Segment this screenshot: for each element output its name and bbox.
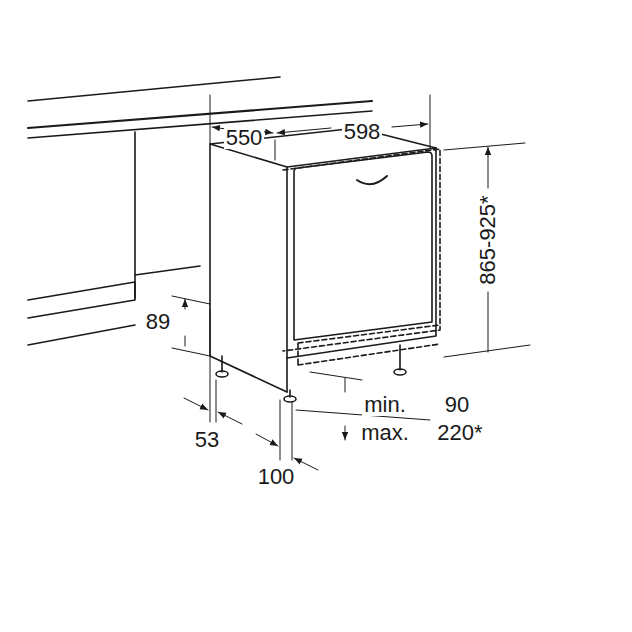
extension-line xyxy=(444,143,530,357)
plinth-outline xyxy=(298,325,440,365)
dimension-line xyxy=(392,124,428,127)
dimension-label: 90 xyxy=(443,394,471,416)
dimension-label: max. xyxy=(359,422,411,444)
worktop-back xyxy=(28,77,280,101)
foot xyxy=(394,369,406,375)
dimension-label: 865-925* xyxy=(477,193,499,286)
dimension-label: 550 xyxy=(224,127,265,149)
dimension-label: 89 xyxy=(144,311,172,333)
extension-line xyxy=(280,400,292,460)
dimension-label: 100 xyxy=(256,466,297,488)
foot-stem xyxy=(222,345,400,397)
cabinet-recess xyxy=(135,266,200,275)
foot xyxy=(284,396,296,402)
worktop-front xyxy=(28,111,372,138)
dishwasher-front xyxy=(287,148,436,358)
dimension-label: 598 xyxy=(342,121,383,143)
extension-line xyxy=(210,95,430,160)
dimension-line xyxy=(294,458,318,470)
extension-line xyxy=(210,310,216,422)
dimension-line xyxy=(277,128,331,133)
dishwasher-side xyxy=(210,144,287,392)
dishwasher-top xyxy=(210,128,436,167)
dimension-label: 53 xyxy=(193,429,221,451)
dimension-line xyxy=(185,299,186,346)
dimension-line xyxy=(345,378,346,440)
extension-line xyxy=(296,372,430,420)
cabinet-plinth xyxy=(28,282,135,318)
extension-line xyxy=(172,296,210,356)
foot xyxy=(216,371,228,377)
door-handle xyxy=(357,176,387,184)
door-panel xyxy=(294,152,432,340)
cabinet-floor xyxy=(28,325,135,345)
decor-outline xyxy=(283,149,440,351)
dimension-line xyxy=(256,434,278,446)
dimension-line xyxy=(184,398,208,410)
dimension-line xyxy=(218,412,242,424)
cabinet-side xyxy=(134,132,136,298)
dimension-label: min. xyxy=(362,394,408,416)
dimension-label: 220* xyxy=(435,422,484,444)
